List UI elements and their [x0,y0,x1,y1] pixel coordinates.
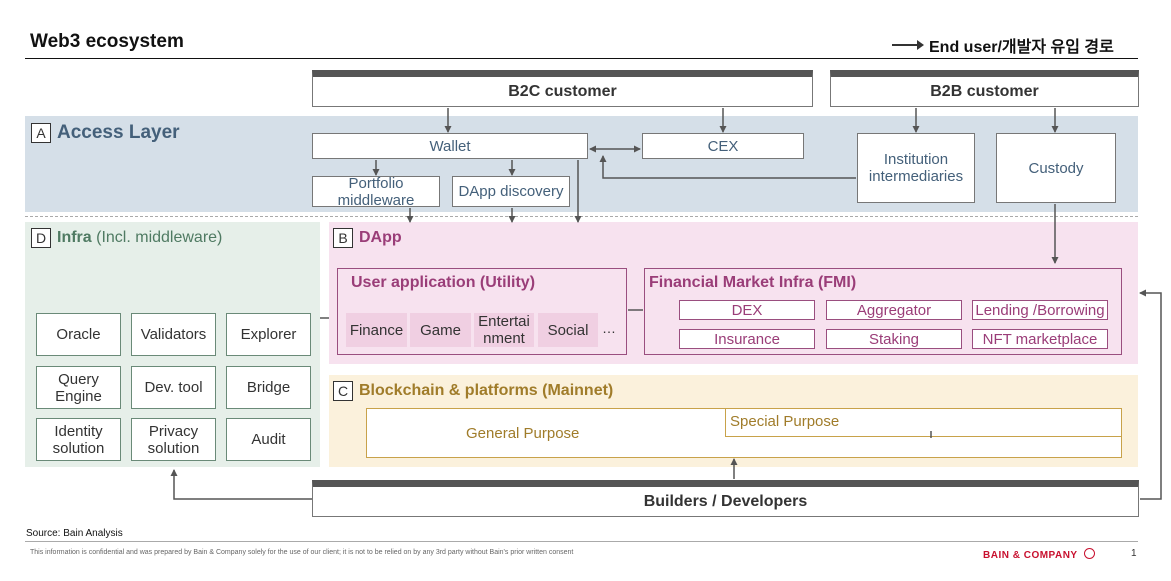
infra-title-bold: Infra [57,229,92,246]
infra-item-privacy-solution: Privacy solution [131,418,216,461]
arrow-institution-wallet [599,155,856,179]
fmi-item-dex: DEX [679,300,815,320]
b2c-customer-box: B2C customer [312,70,813,107]
fmi-item-aggregator: Aggregator [826,300,962,320]
custody-box: Custody [996,133,1116,203]
arrow-right-icon [892,40,924,50]
institution-intermediaries-box: Institution intermediaries [857,133,975,203]
page-number: 1 [1131,548,1137,559]
section-letter-b: B [333,228,353,248]
arrow-builders-infra [170,469,312,500]
brand-logo: BAIN & COMPANY [983,548,1095,561]
title-divider [25,58,1138,59]
app-item-social: Social [538,313,598,347]
user-application-group [337,268,627,355]
source-note: Source: Bain Analysis [26,528,123,539]
infra-title: D Infra (Incl. middleware) [31,228,222,248]
fmi-item-staking: Staking [826,329,962,349]
app-item-more: … [602,320,616,336]
b2b-customer-box: B2B customer [830,70,1139,107]
section-letter-c: C [333,381,353,401]
dapp-discovery-box: DApp discovery [452,176,570,207]
infra-item-dev-tool: Dev. tool [131,366,216,409]
fmi-group [644,268,1122,355]
infra-item-identity-solution: Identity solution [36,418,121,461]
infra-item-oracle: Oracle [36,313,121,356]
fmi-item-lending-borrowing: Lending /Borrowing [972,300,1108,320]
infra-item-bridge: Bridge [226,366,311,409]
dapp-label: DApp [359,229,402,246]
infra-item-audit: Audit [226,418,311,461]
brand-name: BAIN & COMPANY [983,550,1078,561]
fmi-item-insurance: Insurance [679,329,815,349]
legend-label: End user/개발자 유입 경로 [929,39,1114,56]
app-item-game: Game [410,313,471,347]
builders-developers-box: Builders / Developers [312,480,1139,517]
footer-divider [25,541,1138,542]
app-item-finance: Finance [346,313,407,347]
infra-title-rest: (Incl. middleware) [91,229,223,246]
dapp-title: B DApp [333,228,402,248]
infra-item-explorer: Explorer [226,313,311,356]
fmi-title: Financial Market Infra (FMI) [649,274,857,291]
app-item-entertainment: Entertainment [474,313,534,347]
fmi-item-nft-marketplace: NFT marketplace [972,329,1108,349]
infra-item-query-engine: Query Engine [36,366,121,409]
legend: End user/개발자 유입 경로 [892,33,1114,57]
wallet-box: Wallet [312,133,588,159]
section-letter-a: A [31,123,51,143]
infra-item-validators: Validators [131,313,216,356]
page-title: Web3 ecosystem [30,31,184,52]
chain-title: C Blockchain & platforms (Mainnet) [333,381,613,401]
access-layer-label: Access Layer [57,122,180,143]
confidential-note: This information is confidential and was… [30,549,574,556]
special-purpose-box: Special Purpose [725,408,1122,437]
chain-label: Blockchain & platforms (Mainnet) [359,382,614,399]
brand-circle-icon [1083,548,1095,559]
access-layer-title: A Access Layer [31,122,180,144]
portfolio-middleware-box: Portfolio middleware [312,175,440,209]
user-application-title: User application (Utility) [351,274,536,291]
cex-box: CEX [642,133,804,159]
arrow-builders-fmi [1139,289,1162,500]
section-letter-d: D [31,228,51,248]
layer-divider [25,216,1138,217]
